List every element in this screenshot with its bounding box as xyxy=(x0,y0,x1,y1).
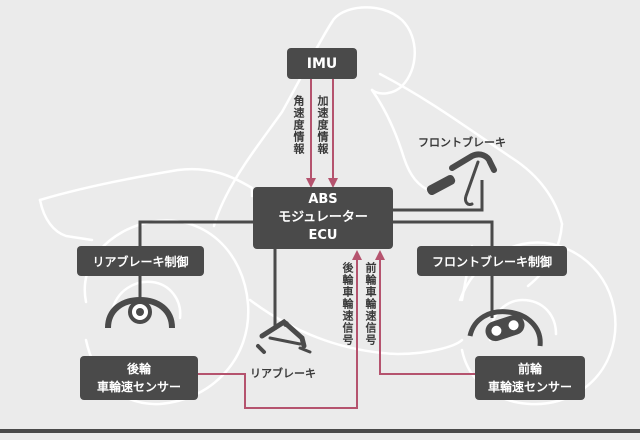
rear-wheel-hub xyxy=(110,280,182,320)
tail-section xyxy=(38,167,254,202)
front-wheel-sensor-line1: 前輪 xyxy=(517,362,542,376)
rear-wheel-sensor-line1: 後輪 xyxy=(126,362,151,376)
control-lines xyxy=(138,180,494,330)
line-ecu-to-front-lever xyxy=(393,180,484,212)
rear-caliper-symbol xyxy=(105,296,175,329)
rear-brake-control-label: リアブレーキ制御 xyxy=(92,254,189,269)
line-ecu-to-rear-brake-control xyxy=(138,220,253,246)
imu-label: IMU xyxy=(306,55,338,72)
line-ecu-to-front-brake-control xyxy=(393,220,494,246)
front-brake-lever-icon xyxy=(426,151,497,206)
ecu-line-ecu: ECU xyxy=(308,228,338,243)
front-brake-control-box: フロントブレーキ制御 xyxy=(417,246,567,276)
rear-brake-control-box: リアブレーキ制御 xyxy=(77,246,204,276)
ecu-line-abs: ABS xyxy=(308,192,338,207)
windscreen xyxy=(378,72,564,226)
signal-lines xyxy=(198,79,475,409)
signal-line-front-wheel-speed xyxy=(375,250,475,375)
signal-label-front-wheel-speed: 前輪車輪速信号 xyxy=(364,262,377,346)
front-caliper-symbol xyxy=(467,309,543,347)
rider-arm xyxy=(370,88,434,194)
rear-wheel-sensor-box: 後輪 車輪速センサー xyxy=(80,356,198,400)
signal-line-rear-wheel-speed xyxy=(198,250,362,409)
ecu-line-modulator: モジュレーター xyxy=(278,210,368,225)
front-brake-label: フロントブレーキ xyxy=(418,136,506,149)
seat-line xyxy=(38,198,94,242)
rear-brake-pedal-icon xyxy=(256,318,312,354)
front-wheel-sensor-line2: 車輪速センサー xyxy=(487,380,572,394)
front-brake-control-label: フロントブレーキ制御 xyxy=(431,254,552,269)
imu-box: IMU xyxy=(287,48,357,79)
rear-brake-label: リアブレーキ xyxy=(250,367,316,380)
signal-label-rear-wheel-speed: 後輪車輪速信号 xyxy=(341,262,354,346)
signal-label-acceleration: 加速度情報 xyxy=(316,95,329,155)
rider-helmet xyxy=(330,6,416,95)
abs-ecu-box: ABS モジュレーター ECU xyxy=(253,187,393,249)
front-wheel-sensor-box: 前輪 車輪速センサー xyxy=(475,356,585,400)
signal-label-angular-velocity: 角速度情報 xyxy=(292,95,305,155)
rear-wheel-sensor-line2: 車輪速センサー xyxy=(96,380,181,394)
ground-line xyxy=(0,429,640,433)
